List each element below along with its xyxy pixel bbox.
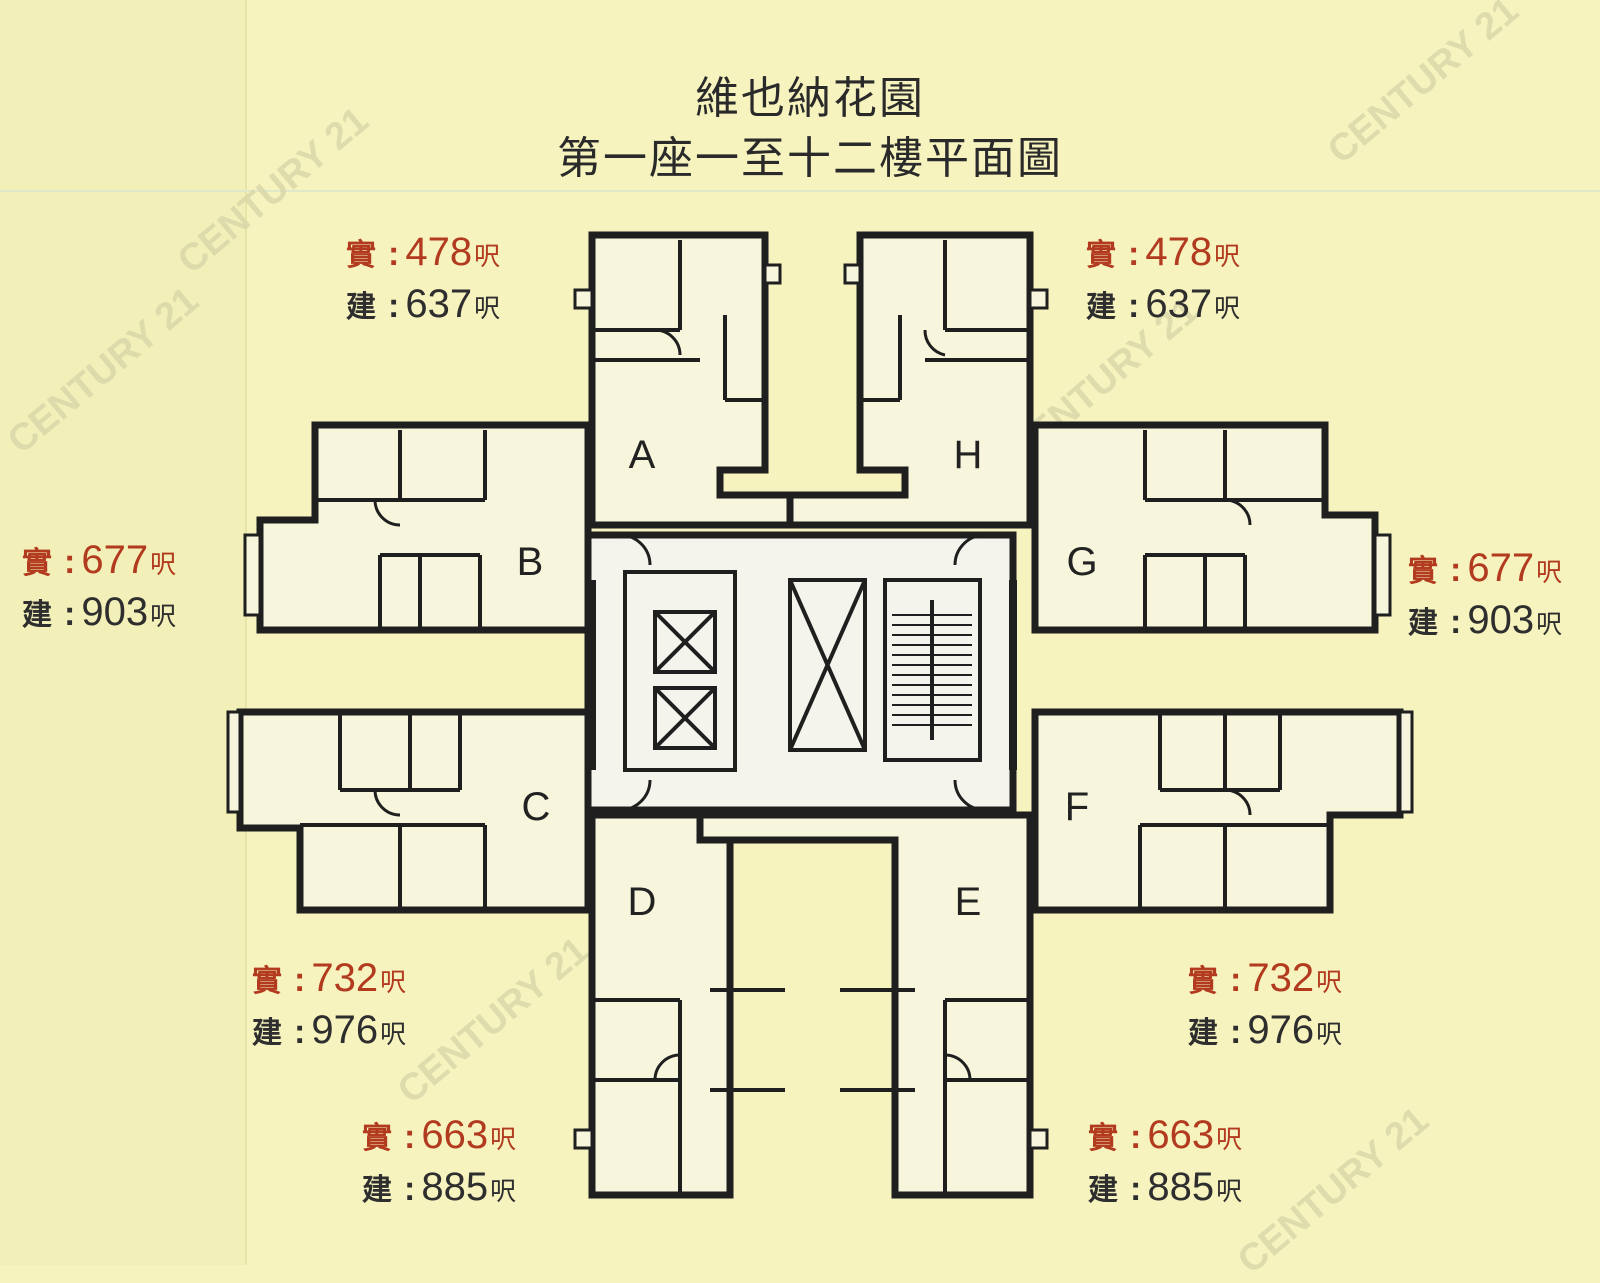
unit-h-gross: 637: [1145, 282, 1213, 326]
unit-c-saleable: 732: [311, 956, 379, 1000]
unit-b-outline: [256, 421, 592, 634]
unit-b-saleable: 677: [81, 538, 149, 582]
unit-letter-b: B: [517, 540, 544, 584]
unit-e-outline: [696, 811, 1034, 1199]
unit-d-saleable: 663: [421, 1113, 489, 1157]
unit-f-saleable: 732: [1247, 956, 1315, 1000]
unit-letter-a: A: [629, 433, 656, 477]
unit-a-saleable: 478: [405, 230, 473, 274]
unit-c-gross: 976: [311, 1008, 379, 1052]
unit-g-saleable: 677: [1467, 546, 1535, 590]
unit-letter-h: H: [954, 433, 983, 477]
unit-e-saleable: 663: [1147, 1113, 1215, 1157]
plan-subtitle: 第一座一至十二樓平面圖: [557, 133, 1063, 184]
unit-letter-g: G: [1066, 540, 1097, 584]
fold-line: [245, 0, 247, 1265]
paper-fold: [0, 0, 245, 1265]
unit-h-saleable: 478: [1145, 230, 1213, 274]
unit-letter-c: C: [522, 785, 551, 829]
unit-h-outline: [786, 231, 1034, 529]
unit-d-outline: [588, 811, 914, 1199]
header-rule: [0, 190, 1600, 192]
unit-a-gross: 637: [405, 282, 473, 326]
unit-f-outline: [1031, 708, 1404, 914]
unit-d-gross: 885: [421, 1165, 489, 1209]
unit-letter-f: F: [1065, 785, 1089, 829]
unit-letter-d: D: [628, 880, 657, 924]
unit-a-outline: [588, 231, 934, 529]
unit-g-outline: [1031, 421, 1379, 634]
unit-f-gross: 976: [1247, 1008, 1315, 1052]
unit-e-gross: 885: [1147, 1165, 1215, 1209]
unit-letter-e: E: [955, 880, 982, 924]
unit-g-gross: 903: [1467, 598, 1535, 642]
unit-b-gross: 903: [81, 590, 149, 634]
estate-title: 維也納花園: [695, 73, 925, 124]
